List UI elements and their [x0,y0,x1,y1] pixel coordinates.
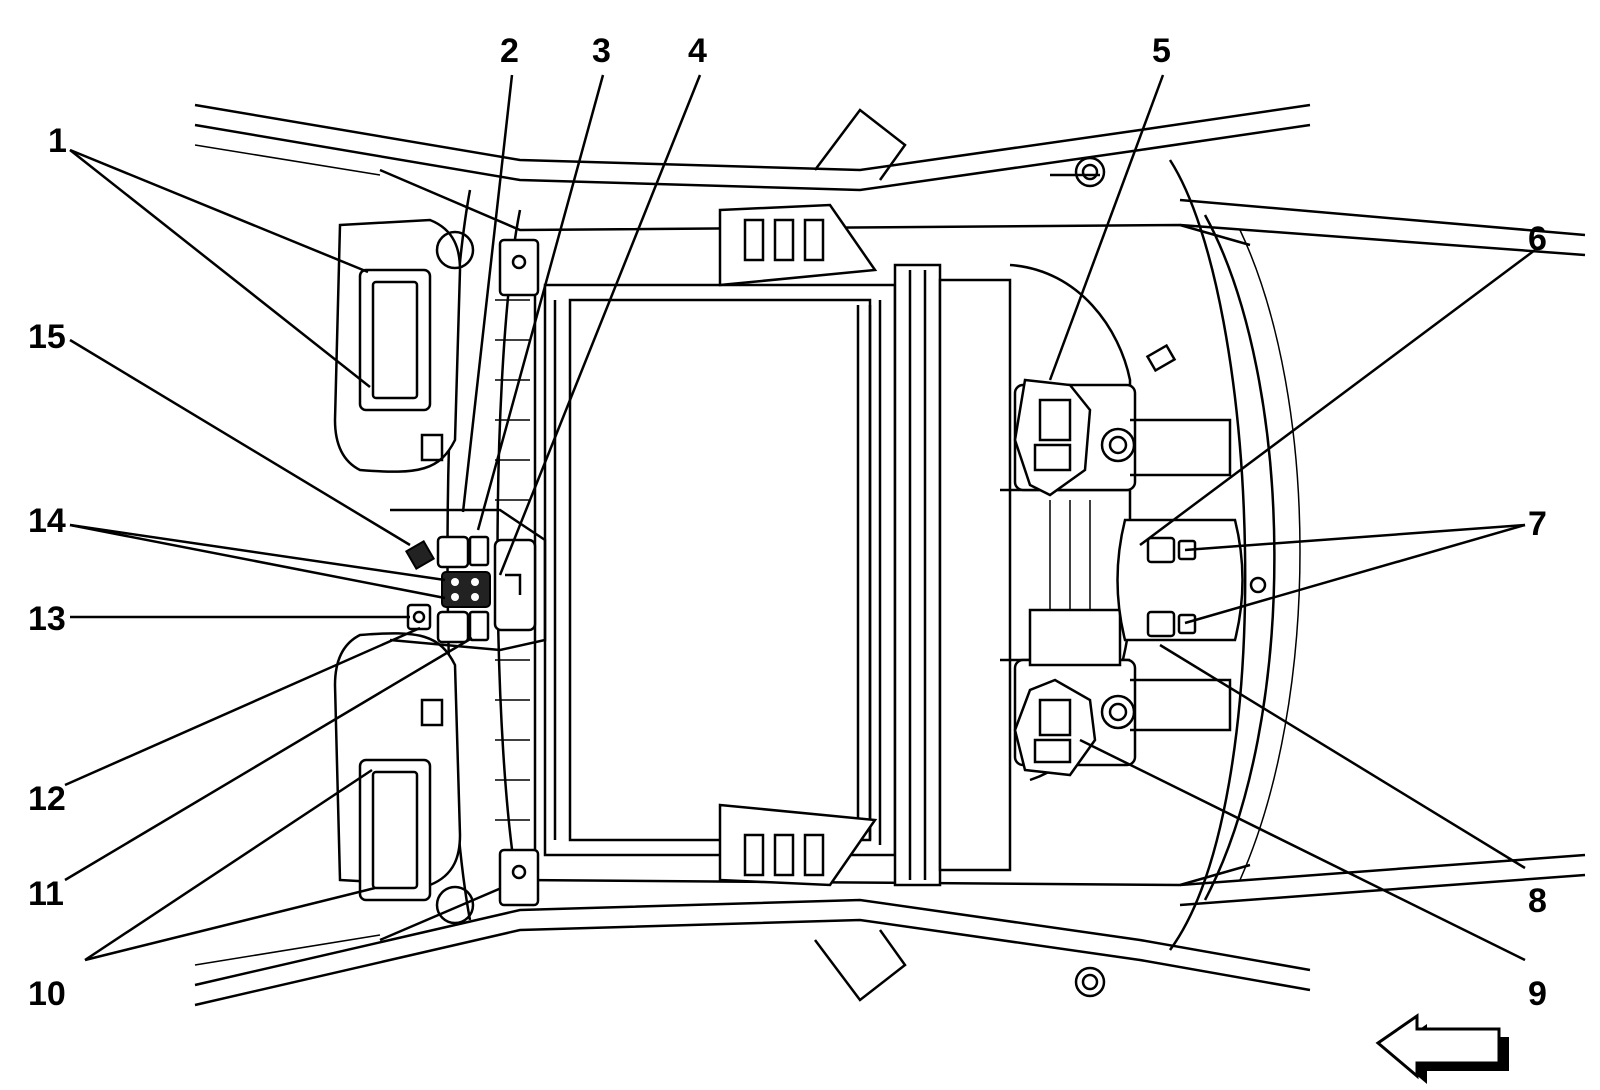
callout-12: 12 [28,780,66,818]
sunroof-motor-lower [1013,678,1097,777]
sunroof-frame [495,203,1012,907]
forward-direction-arrow-icon [1375,1013,1509,1084]
callout-5: 5 [1152,32,1171,70]
callout-10: 10 [28,975,66,1013]
callout-9: 9 [1528,975,1547,1013]
sunroof-motor-upper [1013,378,1092,497]
callout-7: 7 [1528,505,1547,543]
callout-13: 13 [28,600,66,638]
rear-dome-lamp-module [1116,518,1267,642]
callout-11: 11 [28,875,64,913]
callout-4: 4 [688,32,707,70]
callout-labels: 1 2 3 4 5 6 7 8 9 10 11 12 13 14 15 [28,32,1547,1013]
callout-1: 1 [48,122,67,160]
callout-8: 8 [1528,882,1547,920]
overhead-console [389,508,547,652]
callout-2: 2 [500,32,519,70]
leader-lines [64,74,1536,962]
sunshade-lower [333,632,475,925]
callout-15: 15 [28,318,66,356]
callout-14: 14 [28,502,66,540]
sunshade-upper [333,218,475,473]
callout-6: 6 [1528,220,1547,258]
callout-3: 3 [592,32,611,70]
